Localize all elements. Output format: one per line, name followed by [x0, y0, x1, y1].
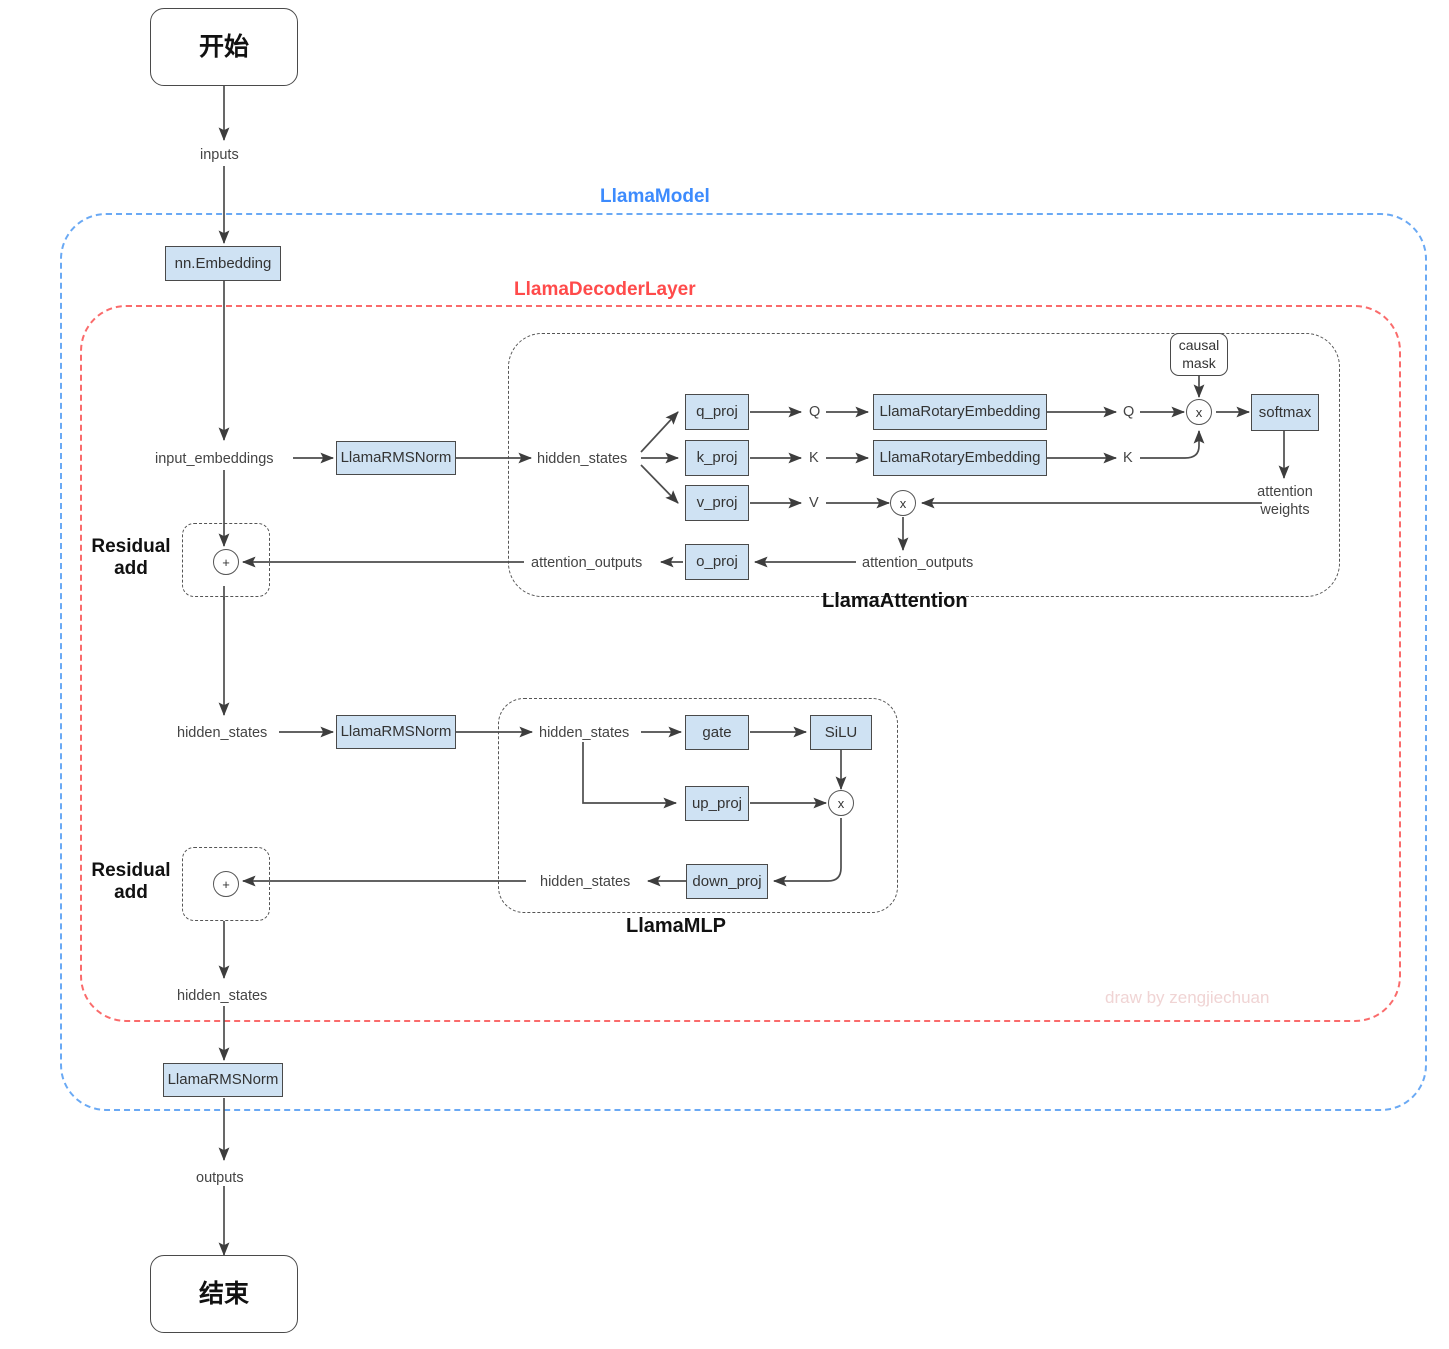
node-rmsnorm-mlp[interactable]: LlamaRMSNorm: [336, 715, 456, 749]
edge-label-hidden-states-mid: hidden_states: [177, 725, 268, 741]
edge-label-v: V: [809, 495, 819, 511]
op-matmul-attn-v[interactable]: x: [890, 490, 916, 516]
causal-mask-line-1: causal: [1178, 337, 1220, 354]
residual-add-box-1: [182, 523, 270, 597]
node-softmax[interactable]: softmax: [1251, 394, 1319, 431]
residual-add-label-2-line1: Residual: [91, 860, 171, 881]
node-silu[interactable]: SiLU: [810, 715, 872, 750]
node-v-proj[interactable]: v_proj: [685, 485, 749, 521]
group-title-llama-decoder-layer: LlamaDecoderLayer: [514, 279, 696, 300]
edge-label-hidden-states-mlp-in: hidden_states: [539, 725, 630, 741]
node-gate[interactable]: gate: [685, 715, 749, 750]
op-add-residual-1[interactable]: +: [213, 549, 239, 575]
edge-label-hidden-states-attn-in: hidden_states: [537, 451, 628, 467]
op-add-residual-2[interactable]: +: [213, 871, 239, 897]
edge-label-input-embeddings: input_embeddings: [155, 451, 274, 467]
group-llama-mlp: [498, 698, 898, 913]
edge-label-hidden-states-mlp-out: hidden_states: [540, 874, 631, 890]
group-llama-decoder-layer: [80, 305, 1401, 1022]
node-nn-embedding[interactable]: nn.Embedding: [165, 246, 281, 281]
node-rmsnorm-attn[interactable]: LlamaRMSNorm: [336, 441, 456, 475]
node-down-proj[interactable]: down_proj: [686, 864, 768, 899]
attention-weights-line2: weights: [1260, 502, 1310, 519]
group-title-llama-attention: LlamaAttention: [822, 590, 968, 612]
group-title-llama-mlp: LlamaMLP: [626, 915, 727, 937]
edge-label-hidden-states-post: hidden_states: [177, 988, 268, 1004]
edge-label-inputs: inputs: [200, 147, 239, 163]
edge-label-q-rotated: Q: [1123, 404, 1135, 420]
residual-add-label-2: Residual add: [82, 860, 180, 904]
edge-label-q: Q: [809, 404, 821, 420]
edge-label-attention-outputs-outer: attention_outputs: [531, 555, 643, 571]
node-rmsnorm-final[interactable]: LlamaRMSNorm: [163, 1063, 283, 1097]
node-rotary-embedding-k[interactable]: LlamaRotaryEmbedding: [873, 440, 1047, 476]
residual-add-label-1-line2: add: [114, 557, 148, 579]
node-rotary-embedding-q[interactable]: LlamaRotaryEmbedding: [873, 394, 1047, 430]
edge-label-outputs: outputs: [196, 1170, 244, 1186]
group-llama-attention: [508, 333, 1340, 597]
residual-add-box-2: [182, 847, 270, 921]
group-title-llama-model: LlamaModel: [600, 186, 710, 207]
edge-label-attention-weights: attention weights: [1253, 483, 1317, 519]
attention-weights-line1: attention: [1257, 484, 1313, 500]
op-matmul-mlp[interactable]: x: [828, 790, 854, 816]
residual-add-label-1-line1: Residual: [91, 536, 171, 557]
group-llama-model: [60, 213, 1427, 1111]
watermark-text: draw by zengjiechuan: [1105, 988, 1270, 1007]
edge-label-attention-outputs-inner: attention_outputs: [862, 555, 974, 571]
residual-add-label-2-line2: add: [114, 881, 148, 903]
node-o-proj[interactable]: o_proj: [685, 544, 749, 580]
op-matmul-qk[interactable]: x: [1186, 399, 1212, 425]
node-causal-mask[interactable]: causal mask: [1170, 333, 1228, 376]
end-node[interactable]: 结束: [150, 1255, 298, 1333]
causal-mask-line-2: mask: [1182, 354, 1216, 371]
node-q-proj[interactable]: q_proj: [685, 394, 749, 430]
start-node[interactable]: 开始: [150, 8, 298, 86]
node-up-proj[interactable]: up_proj: [685, 786, 749, 821]
edge-label-k: K: [809, 450, 819, 466]
residual-add-label-1: Residual add: [82, 536, 180, 580]
node-k-proj[interactable]: k_proj: [685, 440, 749, 476]
edge-label-k-rotated: K: [1123, 450, 1133, 466]
